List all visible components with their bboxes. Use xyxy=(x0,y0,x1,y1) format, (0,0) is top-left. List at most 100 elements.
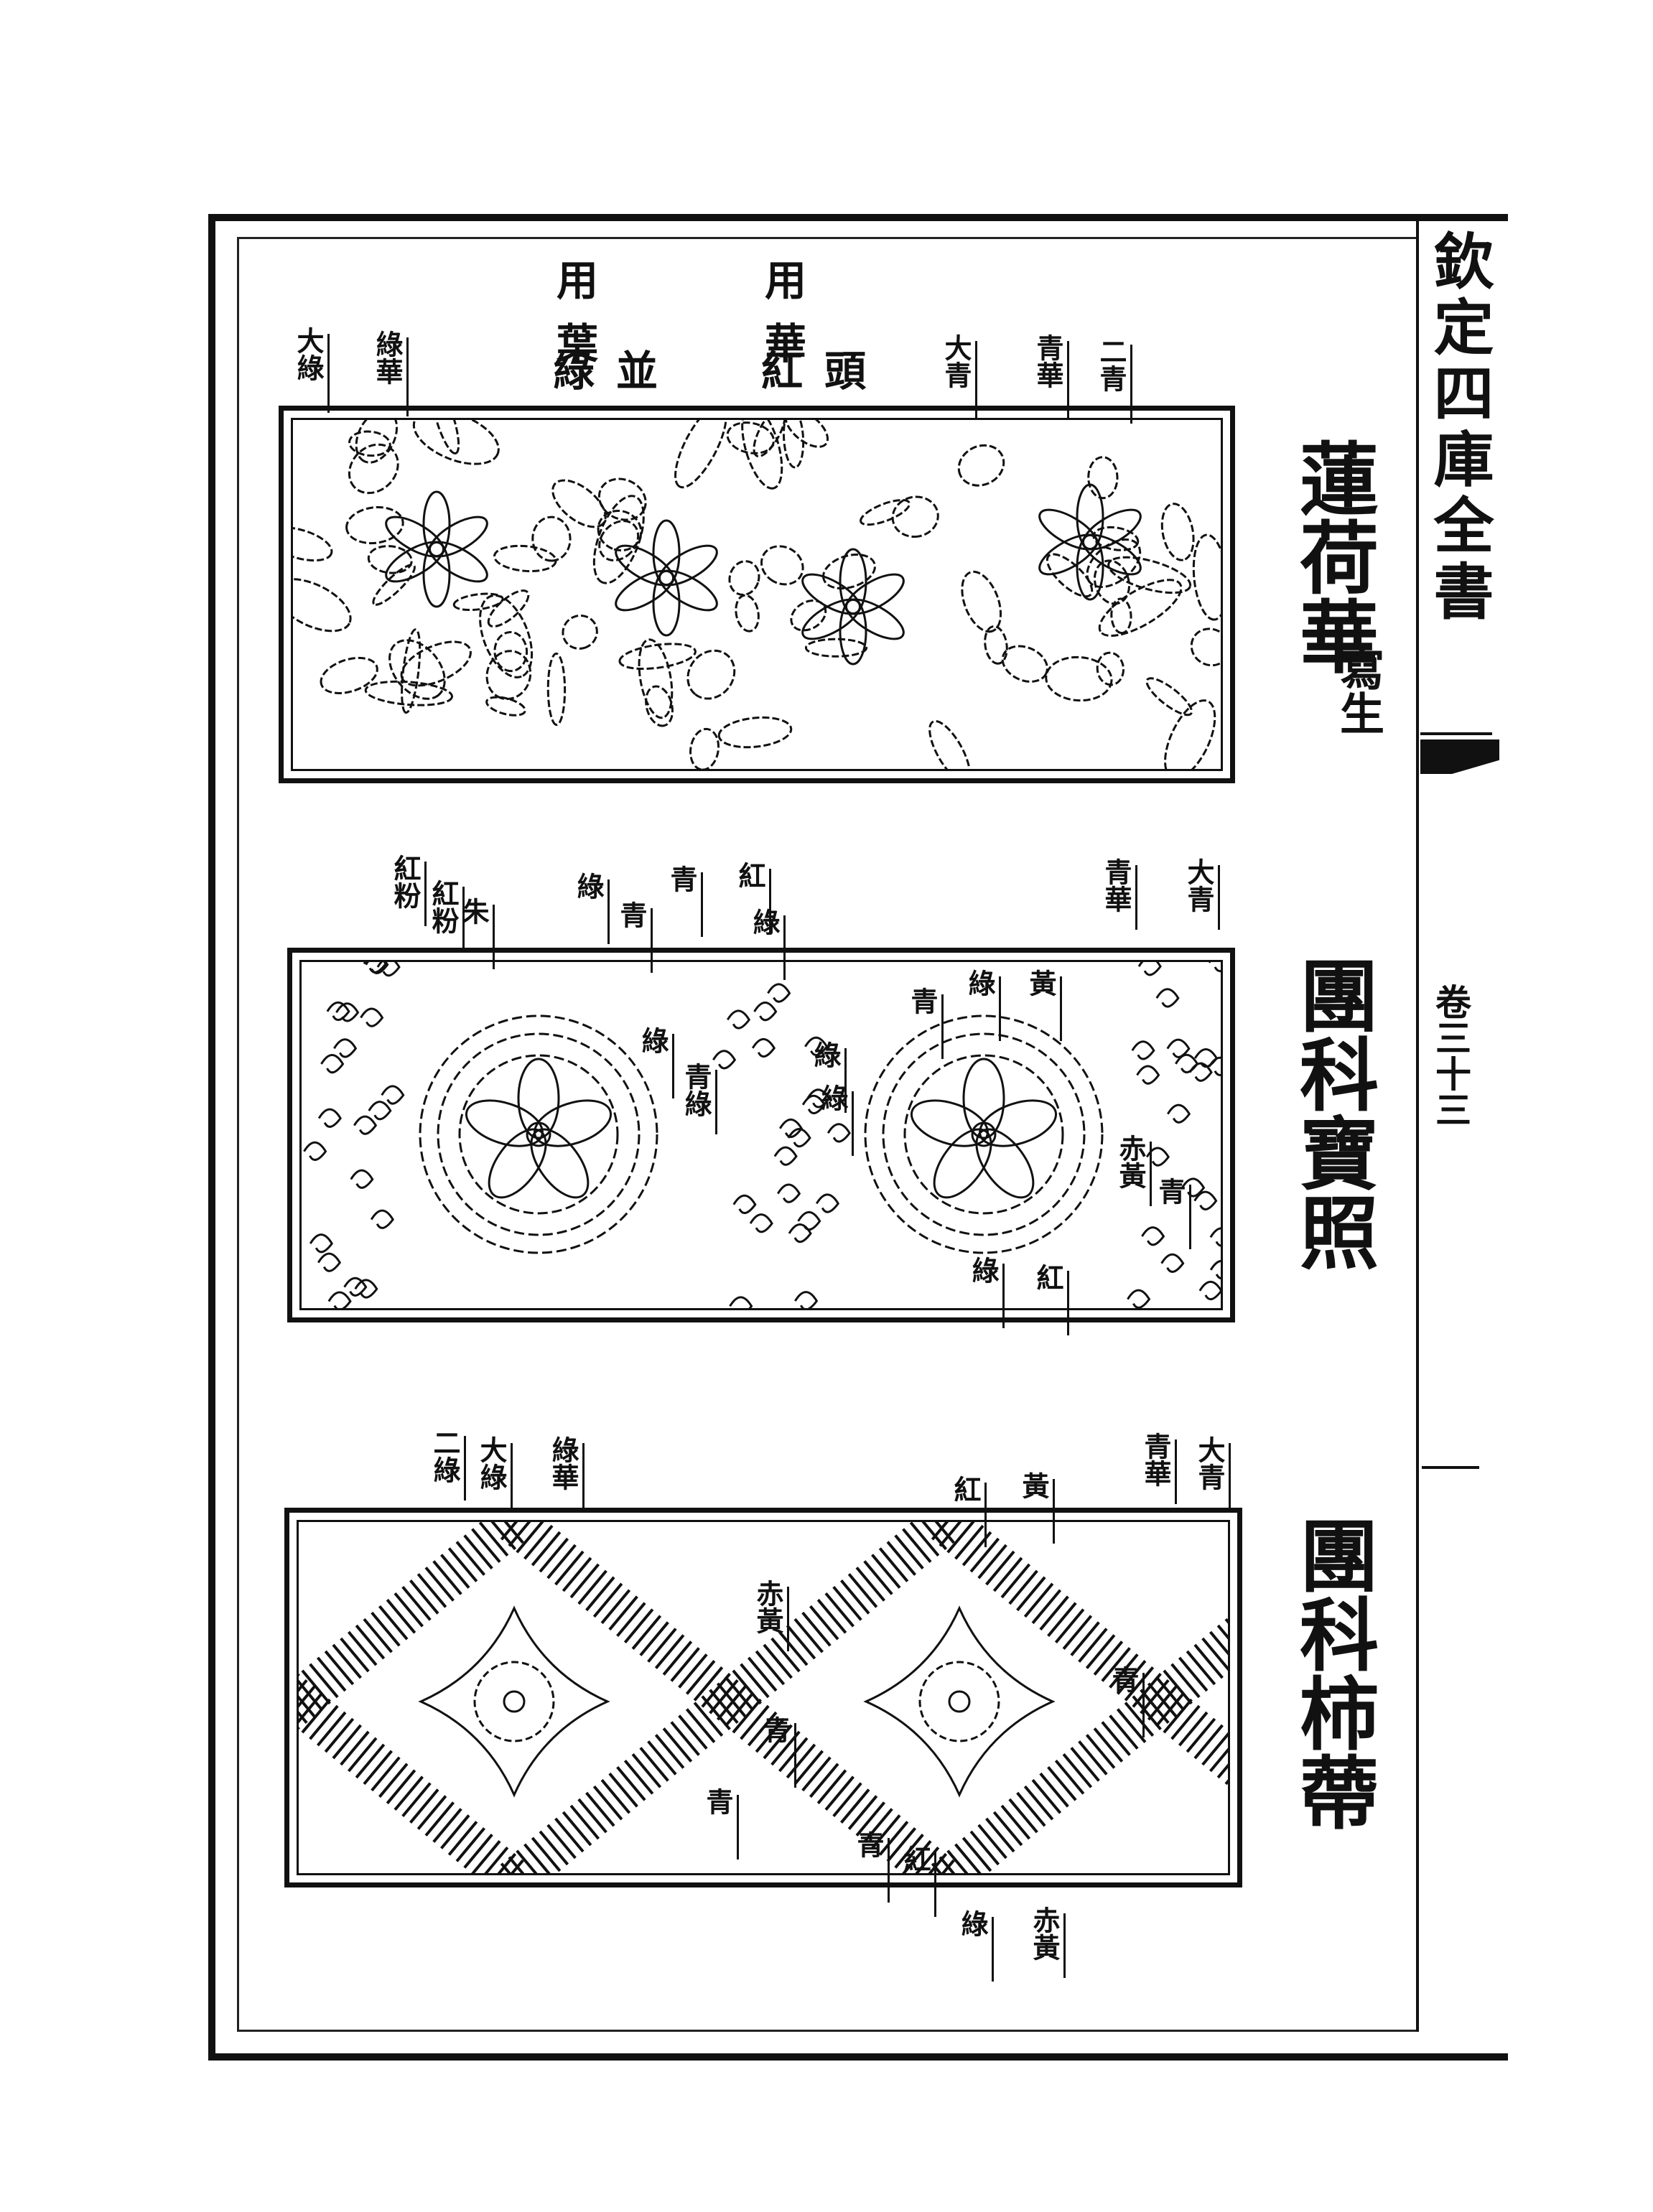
cloud-scroll xyxy=(327,1291,352,1308)
leaf-stroke xyxy=(1107,556,1192,594)
cloud-scroll xyxy=(317,1252,342,1272)
flower-ring xyxy=(473,1661,555,1742)
cloud-scroll xyxy=(778,1118,804,1139)
leader-line xyxy=(464,1436,466,1501)
cloud-scroll xyxy=(732,1194,757,1215)
leaf-stroke xyxy=(1160,503,1195,561)
plate1-note-line2-left: 綠並 xyxy=(553,347,680,396)
leaf-stroke xyxy=(293,578,352,633)
leaf-stroke xyxy=(562,614,598,650)
cloud-scroll xyxy=(335,1002,360,1022)
cloud-scroll xyxy=(1141,1226,1165,1246)
leaf-stroke xyxy=(984,625,1008,665)
medallion-petal xyxy=(975,1128,1035,1199)
cloud-scroll xyxy=(1136,1065,1160,1085)
cloud-scroll xyxy=(350,1169,374,1189)
leaf-stroke xyxy=(645,685,674,727)
leader-line xyxy=(327,334,330,413)
medallion-petal xyxy=(488,1128,547,1199)
color-label: 青 xyxy=(666,865,698,892)
color-label: 紅 xyxy=(1032,1264,1064,1291)
medallion-petal xyxy=(465,1099,544,1147)
medallion-ring xyxy=(864,1014,1104,1254)
leaf-stroke xyxy=(493,544,557,573)
color-label: 綠 xyxy=(748,908,781,935)
leaf-stroke xyxy=(686,649,736,700)
lotus-petal xyxy=(1038,508,1099,551)
leader-line xyxy=(1135,865,1137,930)
leader-line xyxy=(934,1852,936,1917)
color-label: 綠 xyxy=(637,1027,669,1054)
leaf-stroke xyxy=(728,560,760,596)
lotus-petal xyxy=(422,490,451,558)
leaf-stroke xyxy=(753,420,786,458)
leaf-stroke xyxy=(804,638,868,658)
leaf-stroke xyxy=(348,443,399,495)
leaf-stroke xyxy=(822,553,876,590)
cloud-scroll xyxy=(320,1054,345,1074)
medallion-ring xyxy=(903,1054,1064,1215)
leader-line xyxy=(1060,976,1062,1041)
cloud-scroll xyxy=(360,1007,384,1027)
color-label: 青 xyxy=(1154,1177,1186,1205)
margin-column-divider xyxy=(1416,215,1419,2032)
lotus-petal xyxy=(385,515,445,558)
leaf-stroke xyxy=(531,515,572,562)
leaf-stroke xyxy=(431,420,460,454)
leaf-stroke xyxy=(790,599,827,632)
cloud-scroll xyxy=(1194,1047,1219,1068)
leaf-stroke xyxy=(388,639,446,700)
cloud-scroll xyxy=(777,1183,801,1203)
leader-line xyxy=(1142,1673,1145,1737)
color-label: 綠 xyxy=(816,1084,849,1111)
color-label: 紅 xyxy=(949,1475,982,1503)
cloud-scroll xyxy=(353,1115,378,1135)
leader-line xyxy=(852,1091,854,1156)
leaf-stroke xyxy=(674,420,727,489)
leaf-stroke xyxy=(928,719,971,769)
plate1-note-line1-left: 用葉 xyxy=(549,258,598,385)
cloud-scroll xyxy=(333,1038,358,1058)
leaf-stroke xyxy=(320,656,378,694)
leader-line xyxy=(406,337,409,416)
leaf-stroke xyxy=(735,594,760,633)
leader-line xyxy=(941,994,944,1059)
leaf-stroke xyxy=(452,592,504,612)
color-label: 大青 xyxy=(1183,858,1215,913)
leaf-stroke xyxy=(741,420,783,490)
cloud-scroll xyxy=(303,1141,327,1161)
cloud-scroll xyxy=(749,1213,773,1233)
lattice-band xyxy=(299,1673,529,1873)
color-label: 紅 xyxy=(899,1845,931,1872)
color-label: 紅粉 xyxy=(389,854,422,909)
leader-line xyxy=(1175,1439,1177,1504)
leader-line xyxy=(1189,1185,1191,1249)
lotus-petal xyxy=(1038,533,1099,576)
diamond-medallion xyxy=(418,1605,610,1798)
color-label: 青華 xyxy=(1100,858,1132,913)
leader-line xyxy=(992,1917,994,1982)
medallion-center xyxy=(971,1121,997,1147)
lotus-petal xyxy=(652,519,681,587)
leader-line xyxy=(1229,1443,1231,1508)
lotus-petal xyxy=(1076,483,1104,551)
plate1-note-line2-right: 紅頭 xyxy=(761,347,888,396)
color-label: 赤黃 xyxy=(1028,1906,1061,1961)
leader-line xyxy=(462,887,465,951)
color-label: 青 xyxy=(906,987,939,1014)
color-label: 大青 xyxy=(1193,1436,1226,1490)
medallion-ring xyxy=(458,1054,619,1215)
leader-line xyxy=(1067,1271,1069,1335)
cloud-scroll xyxy=(1181,1177,1206,1198)
color-label: 綠 xyxy=(809,1041,842,1068)
medallion-petal xyxy=(979,1099,1058,1147)
lotus-petal xyxy=(801,573,862,615)
leaf-stroke xyxy=(961,570,1002,633)
leader-line xyxy=(1218,865,1220,930)
leaf-stroke xyxy=(957,444,1005,487)
medallion-petal xyxy=(933,1128,992,1199)
leaf-stroke xyxy=(372,564,416,606)
color-label: 綠 xyxy=(572,872,605,900)
medallion-ring xyxy=(419,1014,658,1254)
cloud-scroll xyxy=(729,1296,753,1308)
